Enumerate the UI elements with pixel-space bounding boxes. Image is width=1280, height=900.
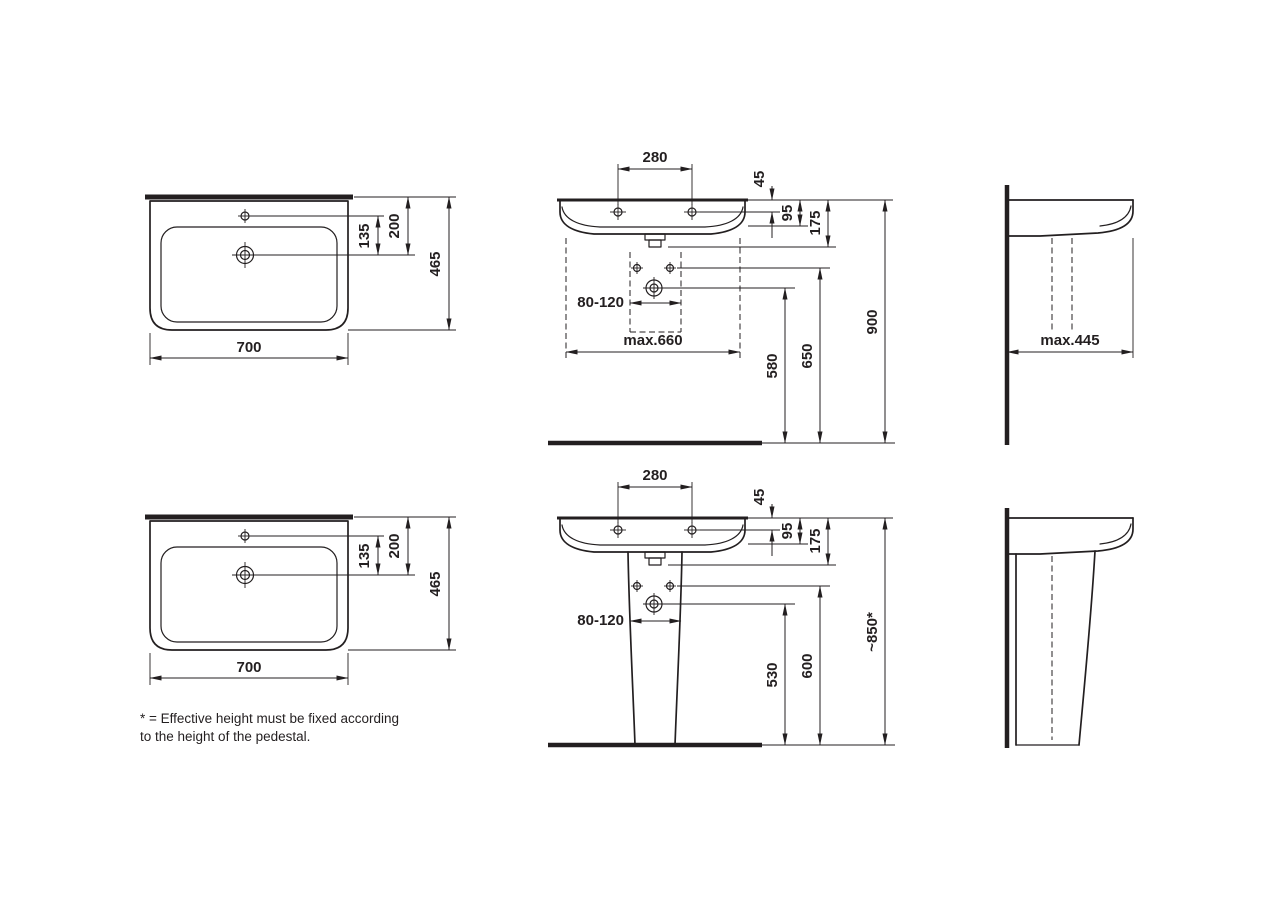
basin-bowl [160,546,338,643]
dim-label-95: 95 [779,205,796,222]
dim-label-95: 95 [779,523,796,540]
dim-label-850: ~850* [864,612,881,652]
basin-rim-line [1099,205,1132,227]
dim-label-280: 280 [642,149,667,166]
pedestal-side-right [674,551,683,746]
dim-label-175: 175 [807,210,824,235]
dim-label-175: 175 [807,528,824,553]
dim-label-580: 580 [764,353,781,378]
basin-bowl [160,226,338,323]
footnote-line-1: * = Effective height must be fixed accor… [140,711,399,726]
dim-label-80-120: 80-120 [577,294,624,311]
dim-label-900: 900 [864,309,881,334]
dim-label-80-120: 80-120 [577,612,624,629]
drain-fitting-lower [648,557,662,566]
dim-label-280: 280 [642,467,667,484]
dim-label-135: 135 [356,223,373,248]
dim-label-700: 700 [236,339,261,356]
footnote: * = Effective height must be fixed accor… [140,711,399,744]
dim-label-465: 465 [427,251,444,276]
basin-outline [149,200,349,331]
basin-rim-line [561,524,744,546]
basin-profile [1008,199,1134,237]
dim-label-135: 135 [356,543,373,568]
dim-label-600: 600 [799,653,816,678]
pedestal-side-left [627,551,636,746]
basin-outline [559,517,746,553]
dim-label-200: 200 [386,213,403,238]
basin-outline [149,520,349,651]
view-front-wall-hung: 280 45 95 175 80-120 max.660 580 650 900 [548,149,895,446]
dim-label-max445: max.445 [1040,332,1099,349]
drain-fitting [644,233,666,241]
pedestal-front-edge [1078,550,1096,746]
basin-rim-line [561,206,744,228]
dim-label-530: 530 [764,662,781,687]
dim-label-650: 650 [799,343,816,368]
dim-label-200: 200 [386,533,403,558]
footnote-line-2: to the height of the pedestal. [140,729,310,744]
view-front-pedestal: 280 45 95 175 80-120 530 600 ~850* [548,467,895,748]
dim-label-45: 45 [751,489,768,506]
dim-label-465: 465 [427,571,444,596]
basin-rim-line [1099,523,1132,545]
drain-fitting [644,551,666,559]
view-plan-pedestal: 135 200 465 700 [145,514,456,685]
dim-label-45: 45 [751,171,768,188]
basin-outline [559,199,746,235]
view-side-pedestal [1004,508,1134,748]
view-plan-wall-hung: 135 200 465 700 [145,194,456,365]
view-side-wall-hung: max.445 [1004,185,1134,445]
dim-label-max660: max.660 [623,332,682,349]
basin-profile [1008,517,1134,555]
dim-label-700: 700 [236,659,261,676]
drain-fitting-lower [648,239,662,248]
